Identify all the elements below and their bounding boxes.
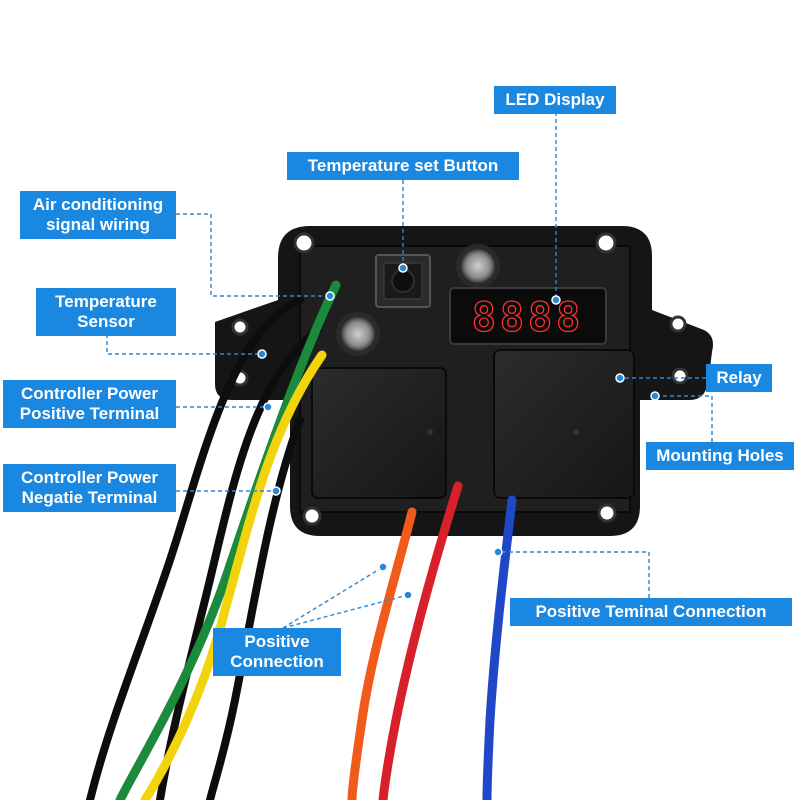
label-positive-connection: Positive Connection bbox=[213, 628, 341, 676]
label-temperature-sensor: Temperature Sensor bbox=[36, 288, 176, 336]
mounting-hole bbox=[669, 315, 687, 333]
label-relay: Relay bbox=[706, 364, 772, 392]
wire-black bbox=[156, 326, 322, 804]
temperature-set-button[interactable] bbox=[375, 254, 431, 308]
mounting-hole bbox=[671, 367, 689, 385]
label-led-display: LED Display bbox=[494, 86, 616, 114]
relay-right bbox=[493, 349, 635, 499]
wire-blue bbox=[482, 495, 517, 805]
label-temperature-set-button: Temperature set Button bbox=[287, 152, 519, 180]
relay-left bbox=[311, 367, 447, 499]
label-positive-terminal-connection: Positive Teminal Connection bbox=[510, 598, 792, 626]
label-ac-signal-wiring: Air conditioning signal wiring bbox=[20, 191, 176, 239]
label-controller-power-negative: Controller Power Negatie Terminal bbox=[3, 464, 176, 512]
label-mounting-holes: Mounting Holes bbox=[646, 442, 794, 470]
wire-red bbox=[378, 481, 463, 805]
wire-bundle bbox=[86, 280, 517, 805]
mounting-hole bbox=[231, 318, 249, 336]
label-controller-power-positive: Controller Power Positive Terminal bbox=[3, 380, 176, 428]
capacitor-top bbox=[456, 244, 500, 288]
led-display: 8888 bbox=[449, 287, 607, 345]
wire-green bbox=[115, 280, 341, 805]
wire-yellow bbox=[140, 350, 327, 805]
wire-orange bbox=[347, 507, 417, 805]
mounting-hole bbox=[595, 232, 617, 254]
capacitor-left bbox=[336, 312, 380, 356]
wire-black bbox=[86, 296, 304, 804]
led-display-digits: 8888 bbox=[472, 295, 584, 341]
mounting-hole bbox=[293, 232, 315, 254]
mounting-hole bbox=[302, 506, 322, 526]
leader-lines bbox=[106, 112, 713, 629]
mounting-hole bbox=[597, 503, 617, 523]
